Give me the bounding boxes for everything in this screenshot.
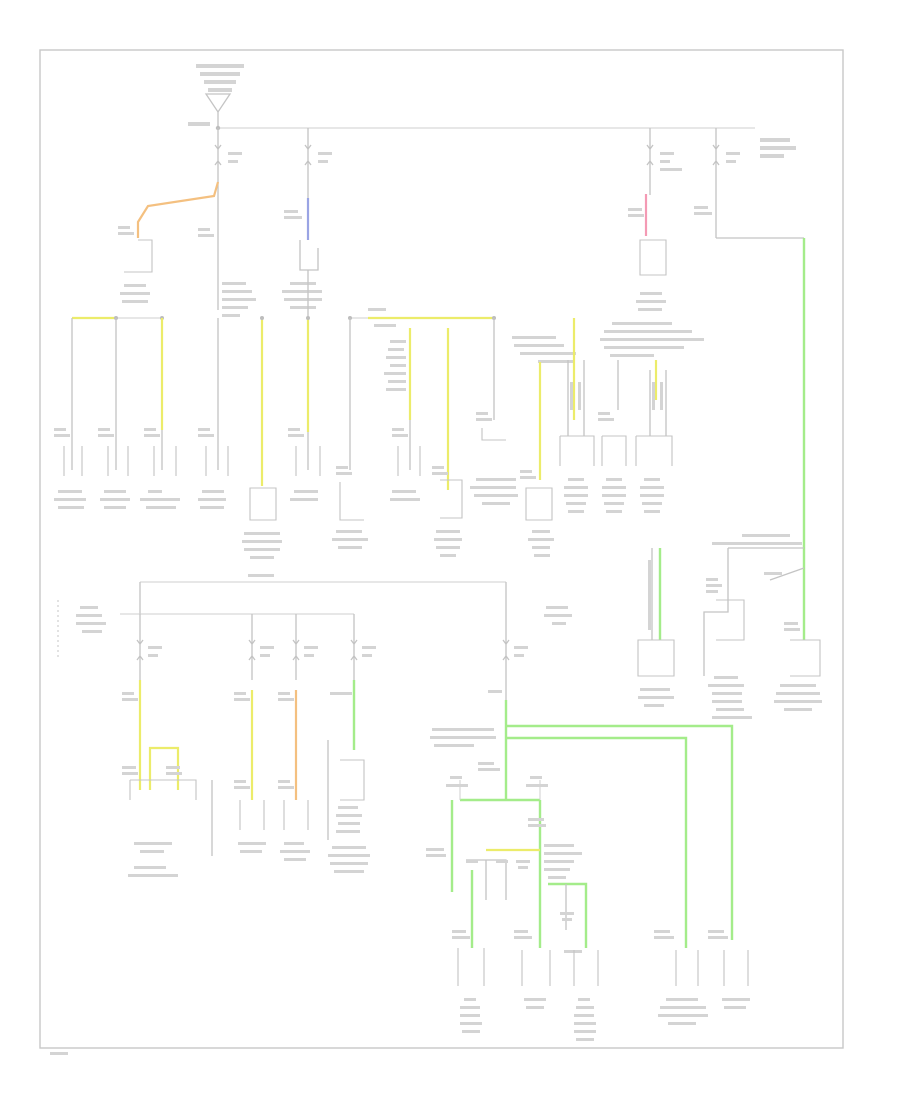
lower-right-network	[426, 690, 750, 1041]
diagram-frame	[39, 49, 844, 1049]
middle-splice-group	[332, 308, 518, 557]
lower-bus	[57, 574, 572, 700]
module-block	[637, 534, 822, 719]
power-source	[188, 64, 244, 128]
right-middle-group	[512, 318, 673, 557]
left-splice-group	[71, 270, 310, 486]
wire-orange-1	[136, 181, 220, 238]
top-fuses	[214, 128, 740, 238]
left-group-labels	[54, 428, 321, 559]
top-bus	[215, 125, 796, 158]
lower-left-fuses	[136, 614, 376, 680]
page-ref-mark	[50, 1052, 68, 1055]
